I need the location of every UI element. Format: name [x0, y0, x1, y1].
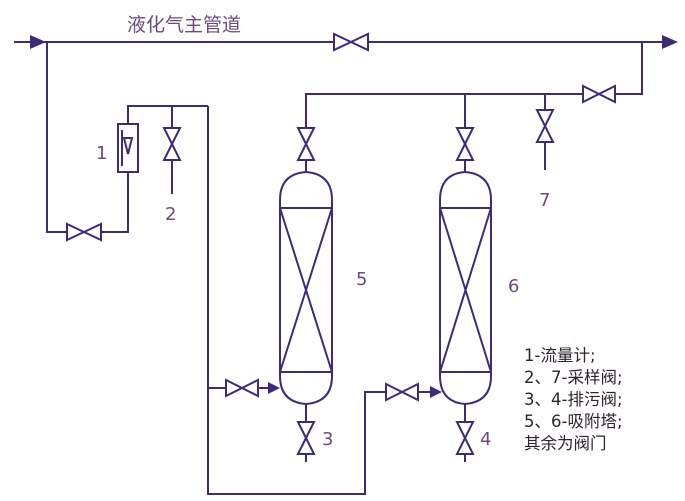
tower-6-inlet-valve-icon: [385, 382, 419, 402]
legend-item-flowmeter: 1-流量计;: [524, 346, 596, 365]
sample-valve-2-icon: [162, 127, 182, 161]
tower-6-inlet-arrow: [430, 386, 442, 398]
legend-item-sample-valves: 2、7-采样阀;: [524, 368, 623, 387]
label-drain-valve-3: 3: [322, 429, 333, 450]
flowmeter-icon: [117, 123, 139, 173]
tower-6-outlet-valve-icon: [455, 127, 475, 161]
label-drain-valve-4: 4: [480, 429, 491, 450]
legend-item-drain-valves: 3、4-排污阀;: [524, 390, 623, 409]
label-tower-6: 6: [508, 276, 519, 297]
sample-valve-7-icon: [535, 109, 555, 143]
drain-valve-4-icon: [455, 421, 475, 455]
label-sample-valve-7: 7: [539, 190, 550, 211]
tower-5-inlet-arrow: [268, 382, 280, 394]
outlet-header-valve-icon: [582, 84, 616, 104]
legend: 1-流量计; 2、7-采样阀; 3、4-排污阀; 5、6-吸附塔; 其余为阀门: [524, 345, 623, 455]
main-outlet-arrow: [662, 35, 678, 49]
legend-item-adsorption-towers: 5、6-吸附塔;: [524, 412, 623, 431]
adsorption-tower-5: [279, 170, 333, 406]
legend-item-other-valves: 其余为阀门: [524, 434, 607, 453]
drain-valve-3-icon: [296, 421, 316, 455]
main-pipe-valve-icon: [333, 32, 369, 52]
tower-5-inlet-valve-icon: [225, 378, 259, 398]
label-tower-5: 5: [356, 269, 367, 290]
feed-line: [46, 42, 129, 233]
main-inlet-arrow: [30, 35, 46, 49]
label-flowmeter: 1: [96, 143, 107, 164]
adsorption-tower-6: [439, 170, 492, 406]
tower-5-outlet-valve-icon: [296, 127, 316, 161]
tower-5-outlet-line: [305, 42, 643, 172]
feed-valve-icon: [66, 222, 102, 242]
flowmeter-outlet-line: [127, 105, 208, 126]
label-sample-valve-2: 2: [165, 204, 176, 225]
main-pipeline-title: 液化气主管道: [127, 14, 241, 36]
